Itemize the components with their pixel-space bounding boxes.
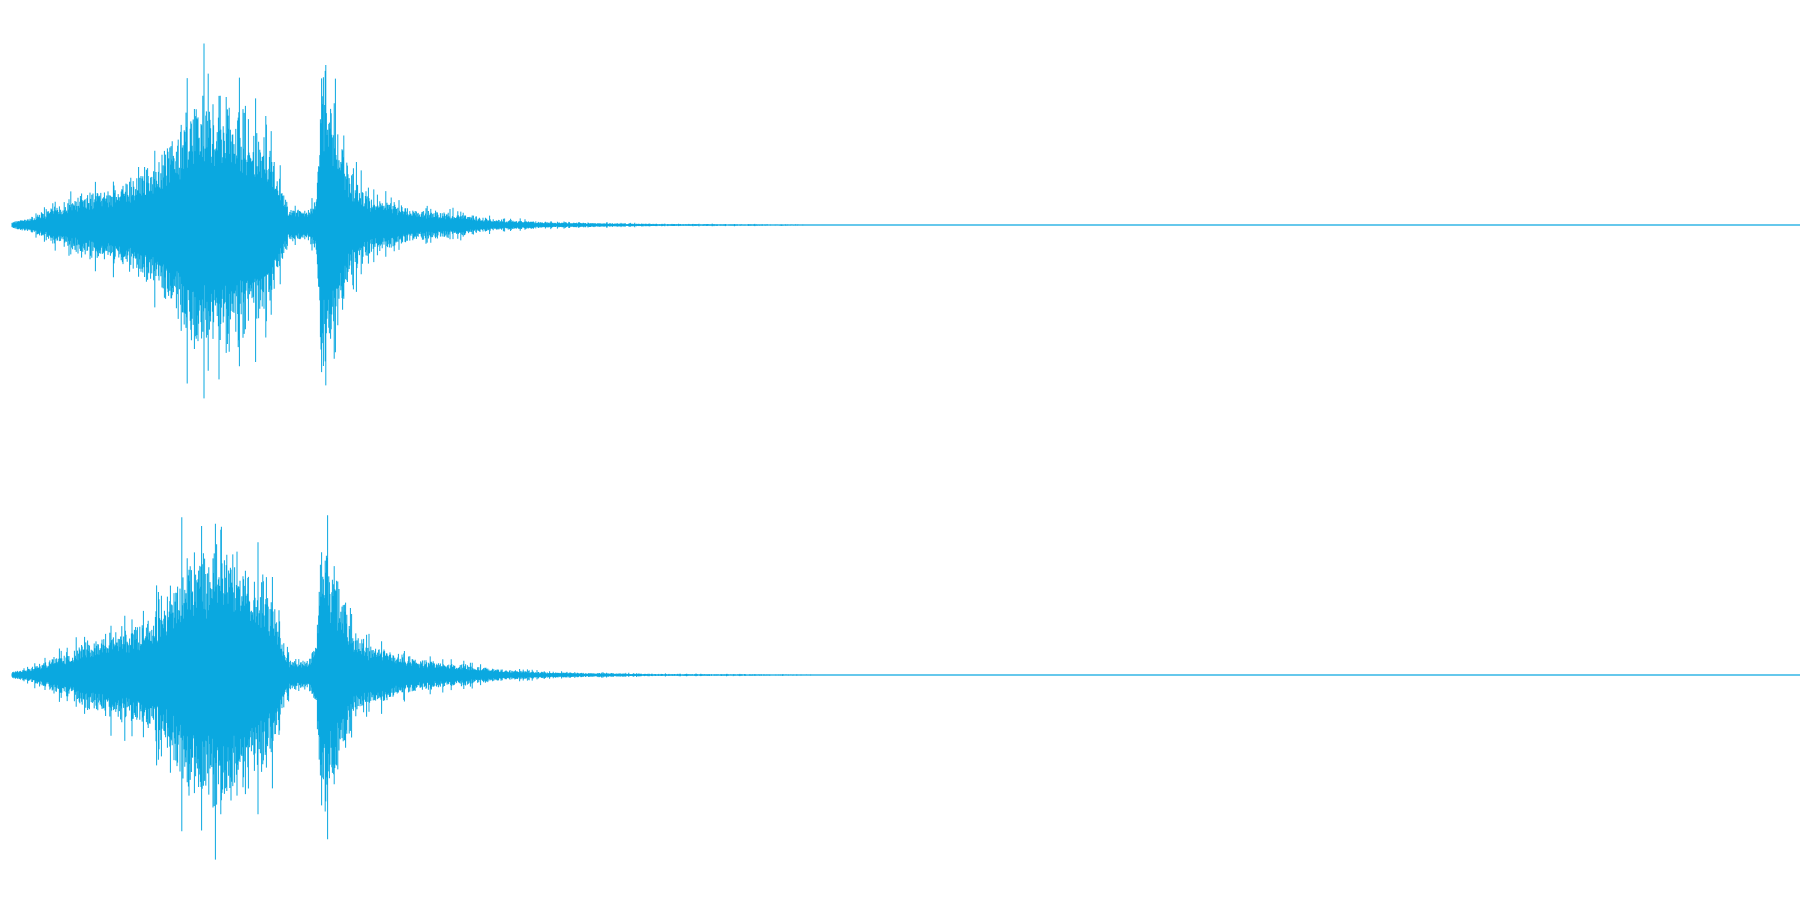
waveform-signal: [11, 43, 826, 399]
channel-2-waveform: [11, 515, 1800, 860]
channel-1-waveform: [11, 43, 1800, 399]
waveform-signal: [11, 515, 826, 860]
